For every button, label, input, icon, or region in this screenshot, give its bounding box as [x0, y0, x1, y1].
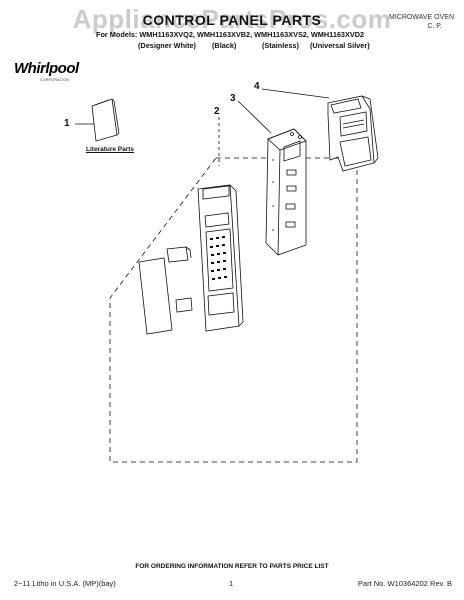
color-black: (Black): [212, 41, 237, 50]
model-list: For Models: WMH1163XVQ2, WMH1163XVB2, WM…: [96, 30, 365, 39]
literature-booklet-part: [91, 98, 120, 142]
label-plate-part: [175, 297, 193, 313]
leader-line-4: [261, 88, 330, 99]
whirlpool-logo-subtitle: CORPORATION: [40, 78, 70, 82]
page-title: CONTROL PANEL PARTS: [142, 12, 322, 28]
litho-info: 2−11 Litho in U.S.A. (MP)(bay): [14, 579, 116, 588]
watermark: AppliancePartsPros.com: [72, 4, 392, 34]
display-window-part: [166, 246, 192, 263]
whirlpool-logo: Whirlpool: [14, 60, 79, 77]
page-number: 1: [229, 579, 234, 588]
color-designer-white: (Designer White): [138, 41, 196, 50]
panel-bracket-part: [327, 95, 379, 172]
literature-parts-label: Literature Parts: [86, 146, 135, 153]
leader-line-3: [237, 100, 272, 134]
callout-1: 1: [64, 118, 70, 129]
control-board-part: [265, 128, 307, 256]
color-stainless: (Stainless): [262, 41, 299, 50]
callout-4: 4: [254, 81, 260, 92]
control-panel-front-part: [197, 184, 244, 332]
membrane-overlay-part: [138, 257, 173, 335]
callout-3: 3: [230, 93, 236, 104]
callout-2: 2: [214, 106, 220, 117]
color-universal-silver: (Universal Silver): [310, 41, 370, 50]
part-number: Part No. W10364202 Rev. B: [357, 579, 452, 588]
ordering-note: FOR ORDERING INFORMATION REFER TO PARTS …: [135, 563, 329, 570]
product-type: MICROWAVE OVEN: [389, 14, 454, 21]
section-label: C. P.: [427, 23, 442, 30]
